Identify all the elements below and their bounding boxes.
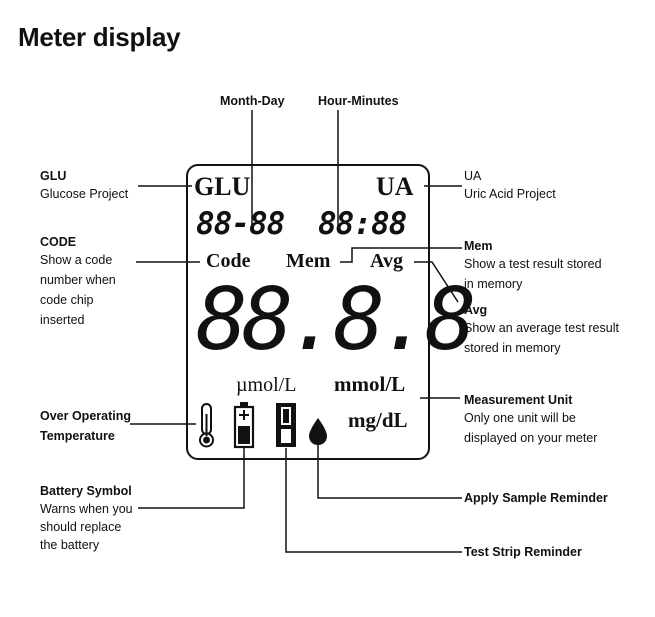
lcd-mmol: mmol/L <box>334 372 406 396</box>
leader-avg <box>414 261 459 303</box>
page-title: Meter display <box>18 22 181 52</box>
label-code: CODE Show a code number when code chip i… <box>40 234 116 330</box>
lcd-date: 88-88 <box>196 206 285 242</box>
label-ua-line: Uric Acid Project <box>464 187 556 201</box>
label-mem-line: Show a test result stored <box>464 257 602 271</box>
label-temperature-line: Over Operating <box>40 409 131 423</box>
label-mem-heading: Mem <box>464 239 493 253</box>
label-ua: UA Uric Acid Project <box>464 168 556 204</box>
lcd-screen <box>186 164 430 460</box>
lcd-time: 88:88 <box>318 206 407 242</box>
leader-strip <box>285 448 462 553</box>
test-strip-icon <box>276 403 296 447</box>
label-glu: GLU Glucose Project <box>40 168 128 204</box>
label-code-line: number when <box>40 273 116 287</box>
label-glu-heading: GLU <box>40 169 67 183</box>
leader-mem <box>340 247 462 263</box>
label-month-day: Month-Day <box>220 94 285 108</box>
lcd-mgdl: mg/dL <box>348 408 408 432</box>
label-apply-sample: Apply Sample Reminder <box>464 491 608 505</box>
label-glu-line: Glucose Project <box>40 187 129 201</box>
label-battery: Battery Symbol Warns when you should rep… <box>40 482 133 554</box>
label-hour-minutes: Hour-Minutes <box>318 94 399 108</box>
label-temperature-line: Temperature <box>40 429 115 443</box>
label-battery-line: Warns when you <box>40 502 133 516</box>
label-battery-line: should replace <box>40 520 122 534</box>
label-unit-heading: Measurement Unit <box>464 393 573 407</box>
label-unit-line: Only one unit will be <box>464 411 576 425</box>
label-unit-line: displayed on your meter <box>464 431 598 445</box>
label-code-line: Show a code <box>40 253 113 267</box>
label-code-line: inserted <box>40 313 85 327</box>
label-avg: Avg Show an average test result stored i… <box>464 302 619 358</box>
label-battery-heading: Battery Symbol <box>40 484 132 498</box>
lcd-umol: µmol/L <box>236 374 297 396</box>
lcd-ua: UA <box>376 172 414 201</box>
label-battery-line: the battery <box>40 538 100 552</box>
lcd-code: Code <box>206 250 251 272</box>
battery-icon <box>233 402 255 449</box>
leader-battery <box>138 448 245 509</box>
label-mem-line: in memory <box>464 277 523 291</box>
label-temperature: Over Operating Temperature <box>40 406 131 446</box>
label-avg-line: stored in memory <box>464 341 561 355</box>
label-code-heading: CODE <box>40 235 77 249</box>
lcd-avg: Avg <box>370 250 403 272</box>
label-code-line: code chip <box>40 293 94 307</box>
label-avg-heading: Avg <box>464 303 488 317</box>
label-test-strip: Test Strip Reminder <box>464 545 582 559</box>
thermometer-icon <box>199 403 214 448</box>
label-mem: Mem Show a test result stored in memory <box>464 238 602 294</box>
label-measurement-unit: Measurement Unit Only one unit will be d… <box>464 392 597 448</box>
label-ua-heading: UA <box>464 169 482 183</box>
lcd-reading: 88.8.8 <box>196 270 477 370</box>
label-avg-line: Show an average test result <box>464 321 619 335</box>
blood-drop-icon <box>309 418 327 445</box>
lcd-glu: GLU <box>194 172 251 201</box>
lcd-mem: Mem <box>286 250 331 272</box>
